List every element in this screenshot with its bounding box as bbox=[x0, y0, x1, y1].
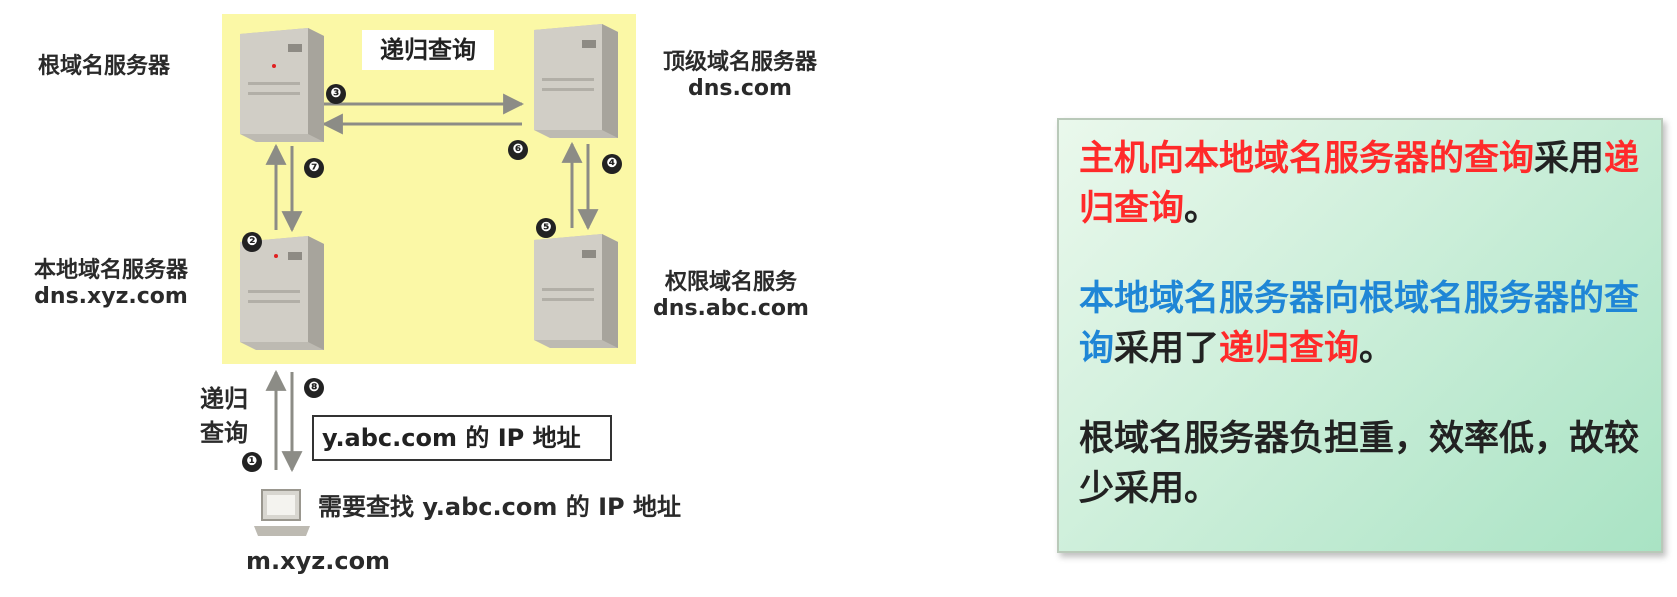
step-2-marker: ❷ bbox=[242, 232, 262, 252]
note2-part4: 。 bbox=[1359, 329, 1395, 369]
tld-server-label: 顶级域名服务器 dns.com bbox=[640, 50, 840, 102]
step-7-marker: ❼ bbox=[304, 158, 324, 178]
explanation-panel: 主机向本地域名服务器的查询采用递归查询。 本地域名服务器向根域名服务器的查询采用… bbox=[1057, 118, 1663, 553]
root-server-label: 根域名服务器 bbox=[38, 54, 171, 79]
auth-server-icon bbox=[534, 234, 618, 348]
step-4-marker: ❹ bbox=[602, 154, 622, 174]
note2-part1: 本地域名服务器向根域名服务器的查询 bbox=[1079, 279, 1640, 369]
tld-server-domain: dns.com bbox=[688, 76, 792, 101]
recursive-query-side-label: 递归 查询 bbox=[200, 382, 248, 450]
auth-server-name: 权限域名服务 bbox=[664, 270, 797, 295]
root-server-icon bbox=[240, 28, 324, 142]
host-computer-icon bbox=[254, 489, 310, 536]
auth-server-domain: dns.abc.com bbox=[653, 296, 809, 321]
note1-part1: 主机向本地域名服务器的查询 bbox=[1079, 139, 1535, 179]
note2-part3: 递归查询 bbox=[1219, 329, 1360, 369]
tld-server-name: 顶级域名服务器 bbox=[662, 50, 817, 75]
step-1-marker: ❶ bbox=[242, 452, 262, 472]
note-paragraph-1: 主机向本地域名服务器的查询采用递归查询。 bbox=[1079, 134, 1649, 234]
local-server-domain: dns.xyz.com bbox=[34, 284, 188, 309]
step-6-marker: ❻ bbox=[508, 140, 528, 160]
tld-server-icon bbox=[534, 24, 618, 138]
diagram-title: 递归查询 bbox=[362, 30, 494, 70]
query-label-line2: 查询 bbox=[200, 419, 248, 447]
local-server-name: 本地域名服务器 bbox=[33, 258, 188, 283]
note1-part2: 采用 bbox=[1534, 139, 1605, 179]
host-name-label: m.xyz.com bbox=[246, 547, 391, 575]
query-label-line1: 递归 bbox=[200, 385, 248, 413]
auth-server-label: 权限域名服务 dns.abc.com bbox=[636, 270, 826, 322]
note-paragraph-2: 本地域名服务器向根域名服务器的查询采用了递归查询。 bbox=[1079, 274, 1649, 374]
step-8-marker: ❽ bbox=[304, 378, 324, 398]
local-server-icon bbox=[240, 236, 324, 350]
note1-part3: 递归查询 bbox=[1079, 139, 1640, 229]
step-3-marker: ❸ bbox=[326, 84, 346, 104]
note1-part4: 。 bbox=[1184, 189, 1220, 229]
host-need-label: 需要查找 y.abc.com 的 IP 地址 bbox=[318, 493, 681, 521]
note2-part2: 采用了 bbox=[1114, 329, 1220, 369]
ip-answer-box: y.abc.com 的 IP 地址 bbox=[312, 415, 612, 461]
note-paragraph-3: 根域名服务器负担重，效率低，故较少采用。 bbox=[1079, 419, 1640, 509]
step-5-marker: ❺ bbox=[536, 218, 556, 238]
local-server-label: 本地域名服务器 dns.xyz.com bbox=[6, 258, 216, 310]
